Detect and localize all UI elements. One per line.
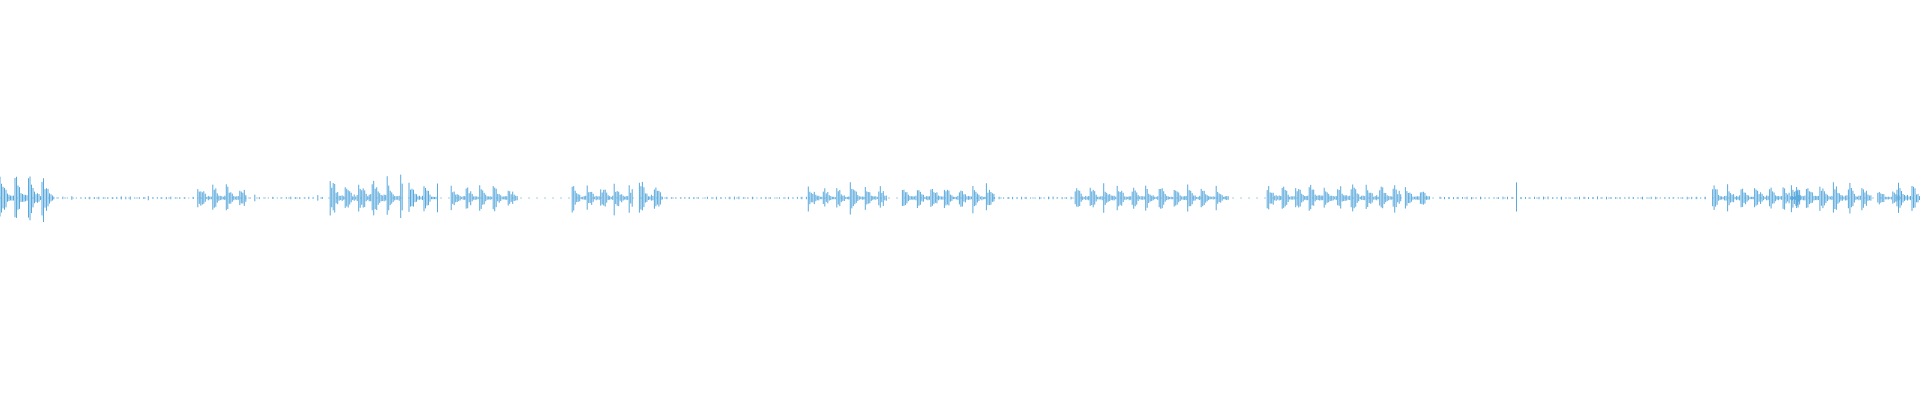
waveform-bars xyxy=(1074,183,1229,213)
waveform-bars xyxy=(329,174,403,218)
waveform-segment xyxy=(638,181,663,213)
waveform-segment xyxy=(329,174,403,218)
waveform-bars xyxy=(197,184,247,211)
waveform-segment xyxy=(661,196,807,200)
waveform-segment xyxy=(1896,182,1920,213)
waveform-bars xyxy=(408,182,438,213)
waveform-bars xyxy=(53,196,199,201)
waveform-bars xyxy=(1404,187,1430,209)
waveform-bars xyxy=(1896,182,1920,213)
waveform-segment xyxy=(994,196,1072,200)
waveform-bars xyxy=(450,185,518,212)
waveform-segment xyxy=(1790,182,1872,214)
waveform-segment xyxy=(571,183,633,216)
waveform-segment xyxy=(1439,182,1648,212)
waveform-segment xyxy=(245,194,323,202)
waveform-bars xyxy=(807,182,887,215)
waveform-bars xyxy=(901,183,995,214)
waveform-bars xyxy=(1650,196,1706,200)
waveform-segment xyxy=(901,183,995,214)
waveform-bars xyxy=(571,183,633,216)
waveform-bars xyxy=(1712,184,1801,212)
waveform-segment xyxy=(1712,184,1801,212)
waveform-segment xyxy=(53,196,199,201)
waveform-segment xyxy=(1404,187,1430,209)
waveform-bars xyxy=(661,196,807,200)
waveform-bars xyxy=(0,176,53,222)
waveform-segment xyxy=(1074,183,1229,213)
waveform-segment xyxy=(0,176,53,222)
waveform-bars xyxy=(1790,182,1872,214)
waveform-segment xyxy=(197,184,247,211)
waveform-bars xyxy=(245,194,323,202)
waveform-bars xyxy=(994,196,1072,200)
waveform-segment xyxy=(1266,184,1402,213)
waveform-segment xyxy=(408,182,438,213)
waveform-segment xyxy=(450,185,518,212)
waveform-segment xyxy=(807,182,887,215)
waveform-bars xyxy=(1439,182,1648,212)
waveform-bars xyxy=(638,181,663,213)
waveform-bars xyxy=(1266,184,1402,213)
waveform-segment xyxy=(1650,196,1706,200)
